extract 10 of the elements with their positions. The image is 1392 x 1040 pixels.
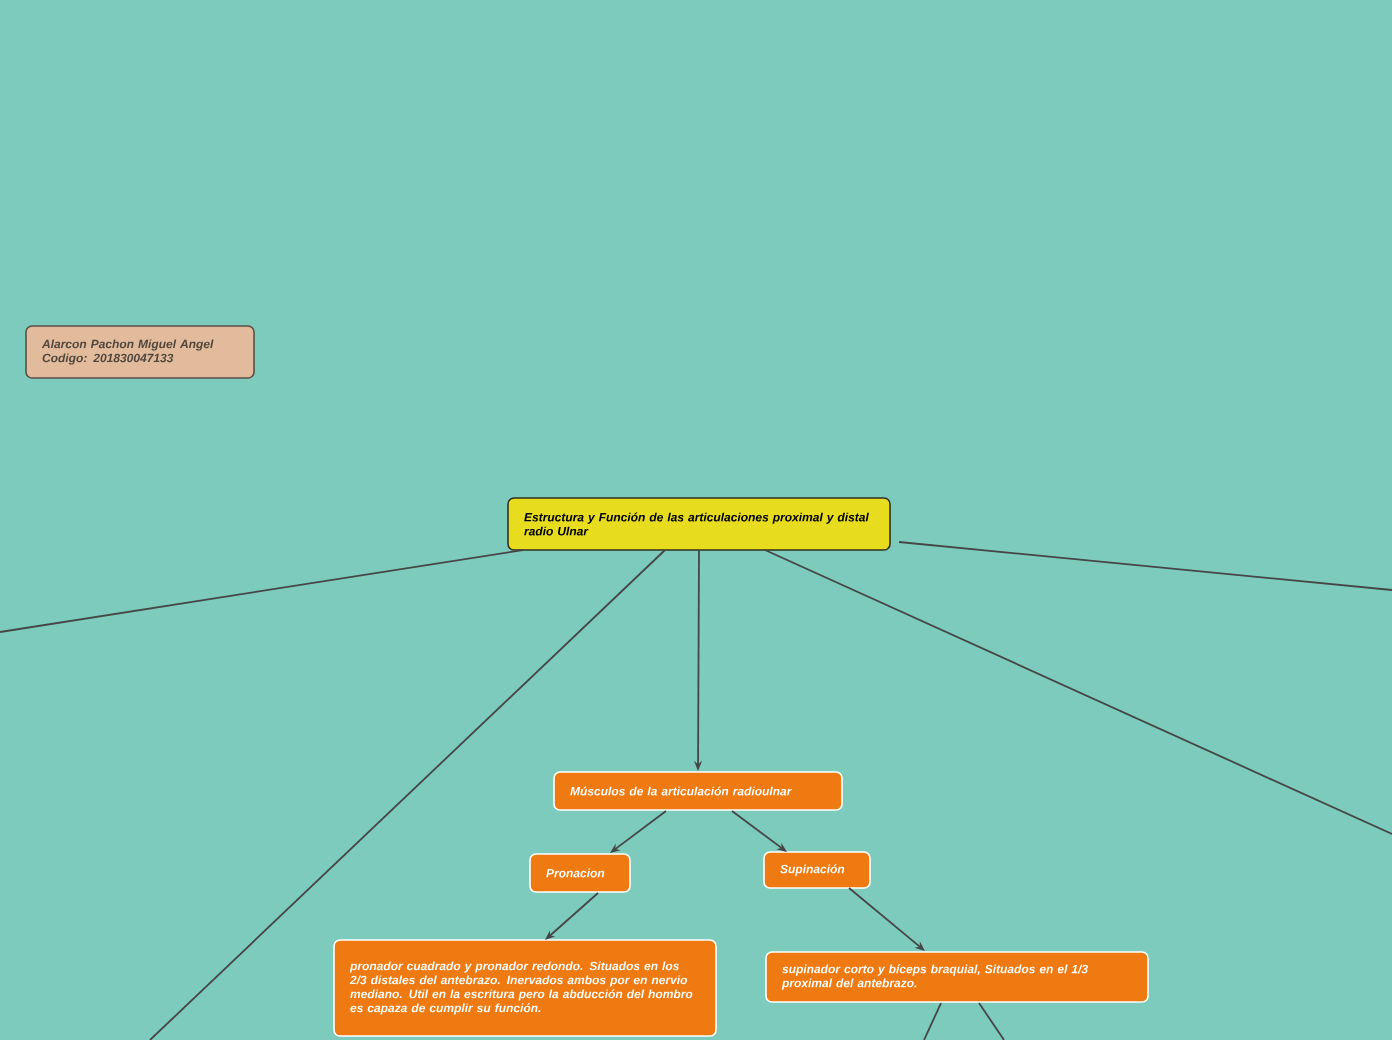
- connector: [0, 549, 524, 633]
- connector: [545, 892, 599, 940]
- connector: [848, 887, 925, 951]
- connector: [898, 541, 1392, 591]
- connector: [923, 1002, 942, 1040]
- connector: [149, 549, 666, 1040]
- connector: [764, 549, 1392, 835]
- connector: [610, 810, 667, 853]
- connector: [978, 1002, 1005, 1040]
- connector: [731, 810, 787, 852]
